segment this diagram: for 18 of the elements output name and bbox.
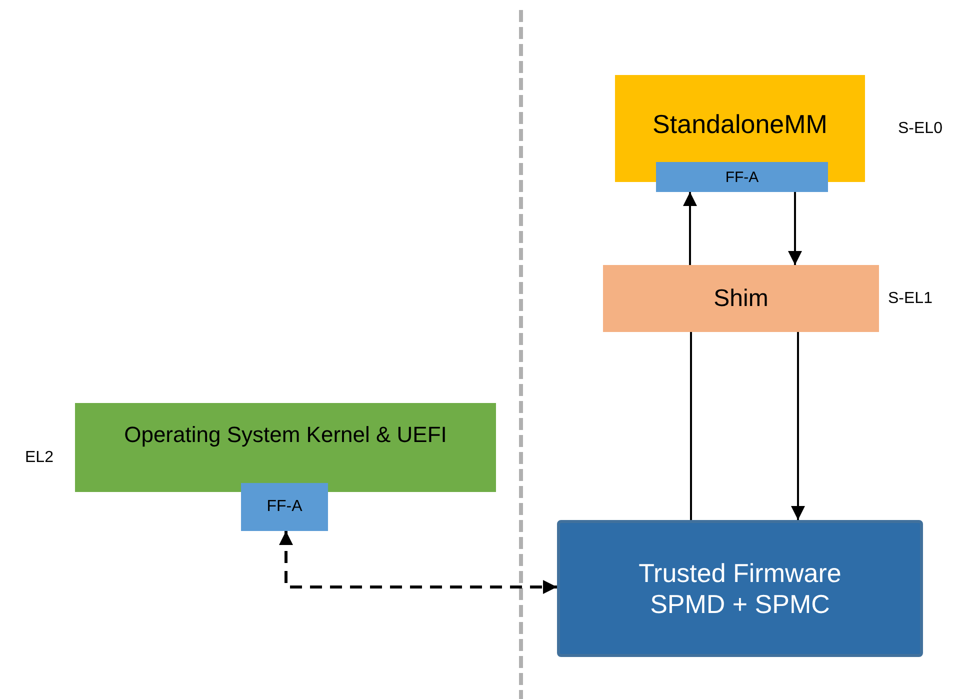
arrow — [788, 192, 802, 265]
box-label: FF-A — [266, 498, 302, 516]
box-label: StandaloneMM — [652, 109, 828, 140]
process-box — [241, 483, 328, 531]
process-box — [603, 265, 879, 332]
level-label: S-EL0 — [898, 120, 942, 138]
box-label: Trusted Firmware SPMD + SPMC — [638, 558, 842, 620]
level-label: S-EL1 — [888, 290, 932, 308]
process-box — [75, 403, 496, 492]
arrow — [791, 332, 805, 520]
arrow — [279, 531, 557, 594]
box-label: Shim — [714, 284, 768, 312]
level-label: EL2 — [25, 449, 54, 467]
arrow — [683, 192, 697, 265]
box-label: FF-A — [725, 168, 759, 186]
process-box — [656, 162, 828, 192]
process-box — [557, 520, 923, 657]
box-label: Operating System Kernel & UEFI — [124, 422, 447, 448]
